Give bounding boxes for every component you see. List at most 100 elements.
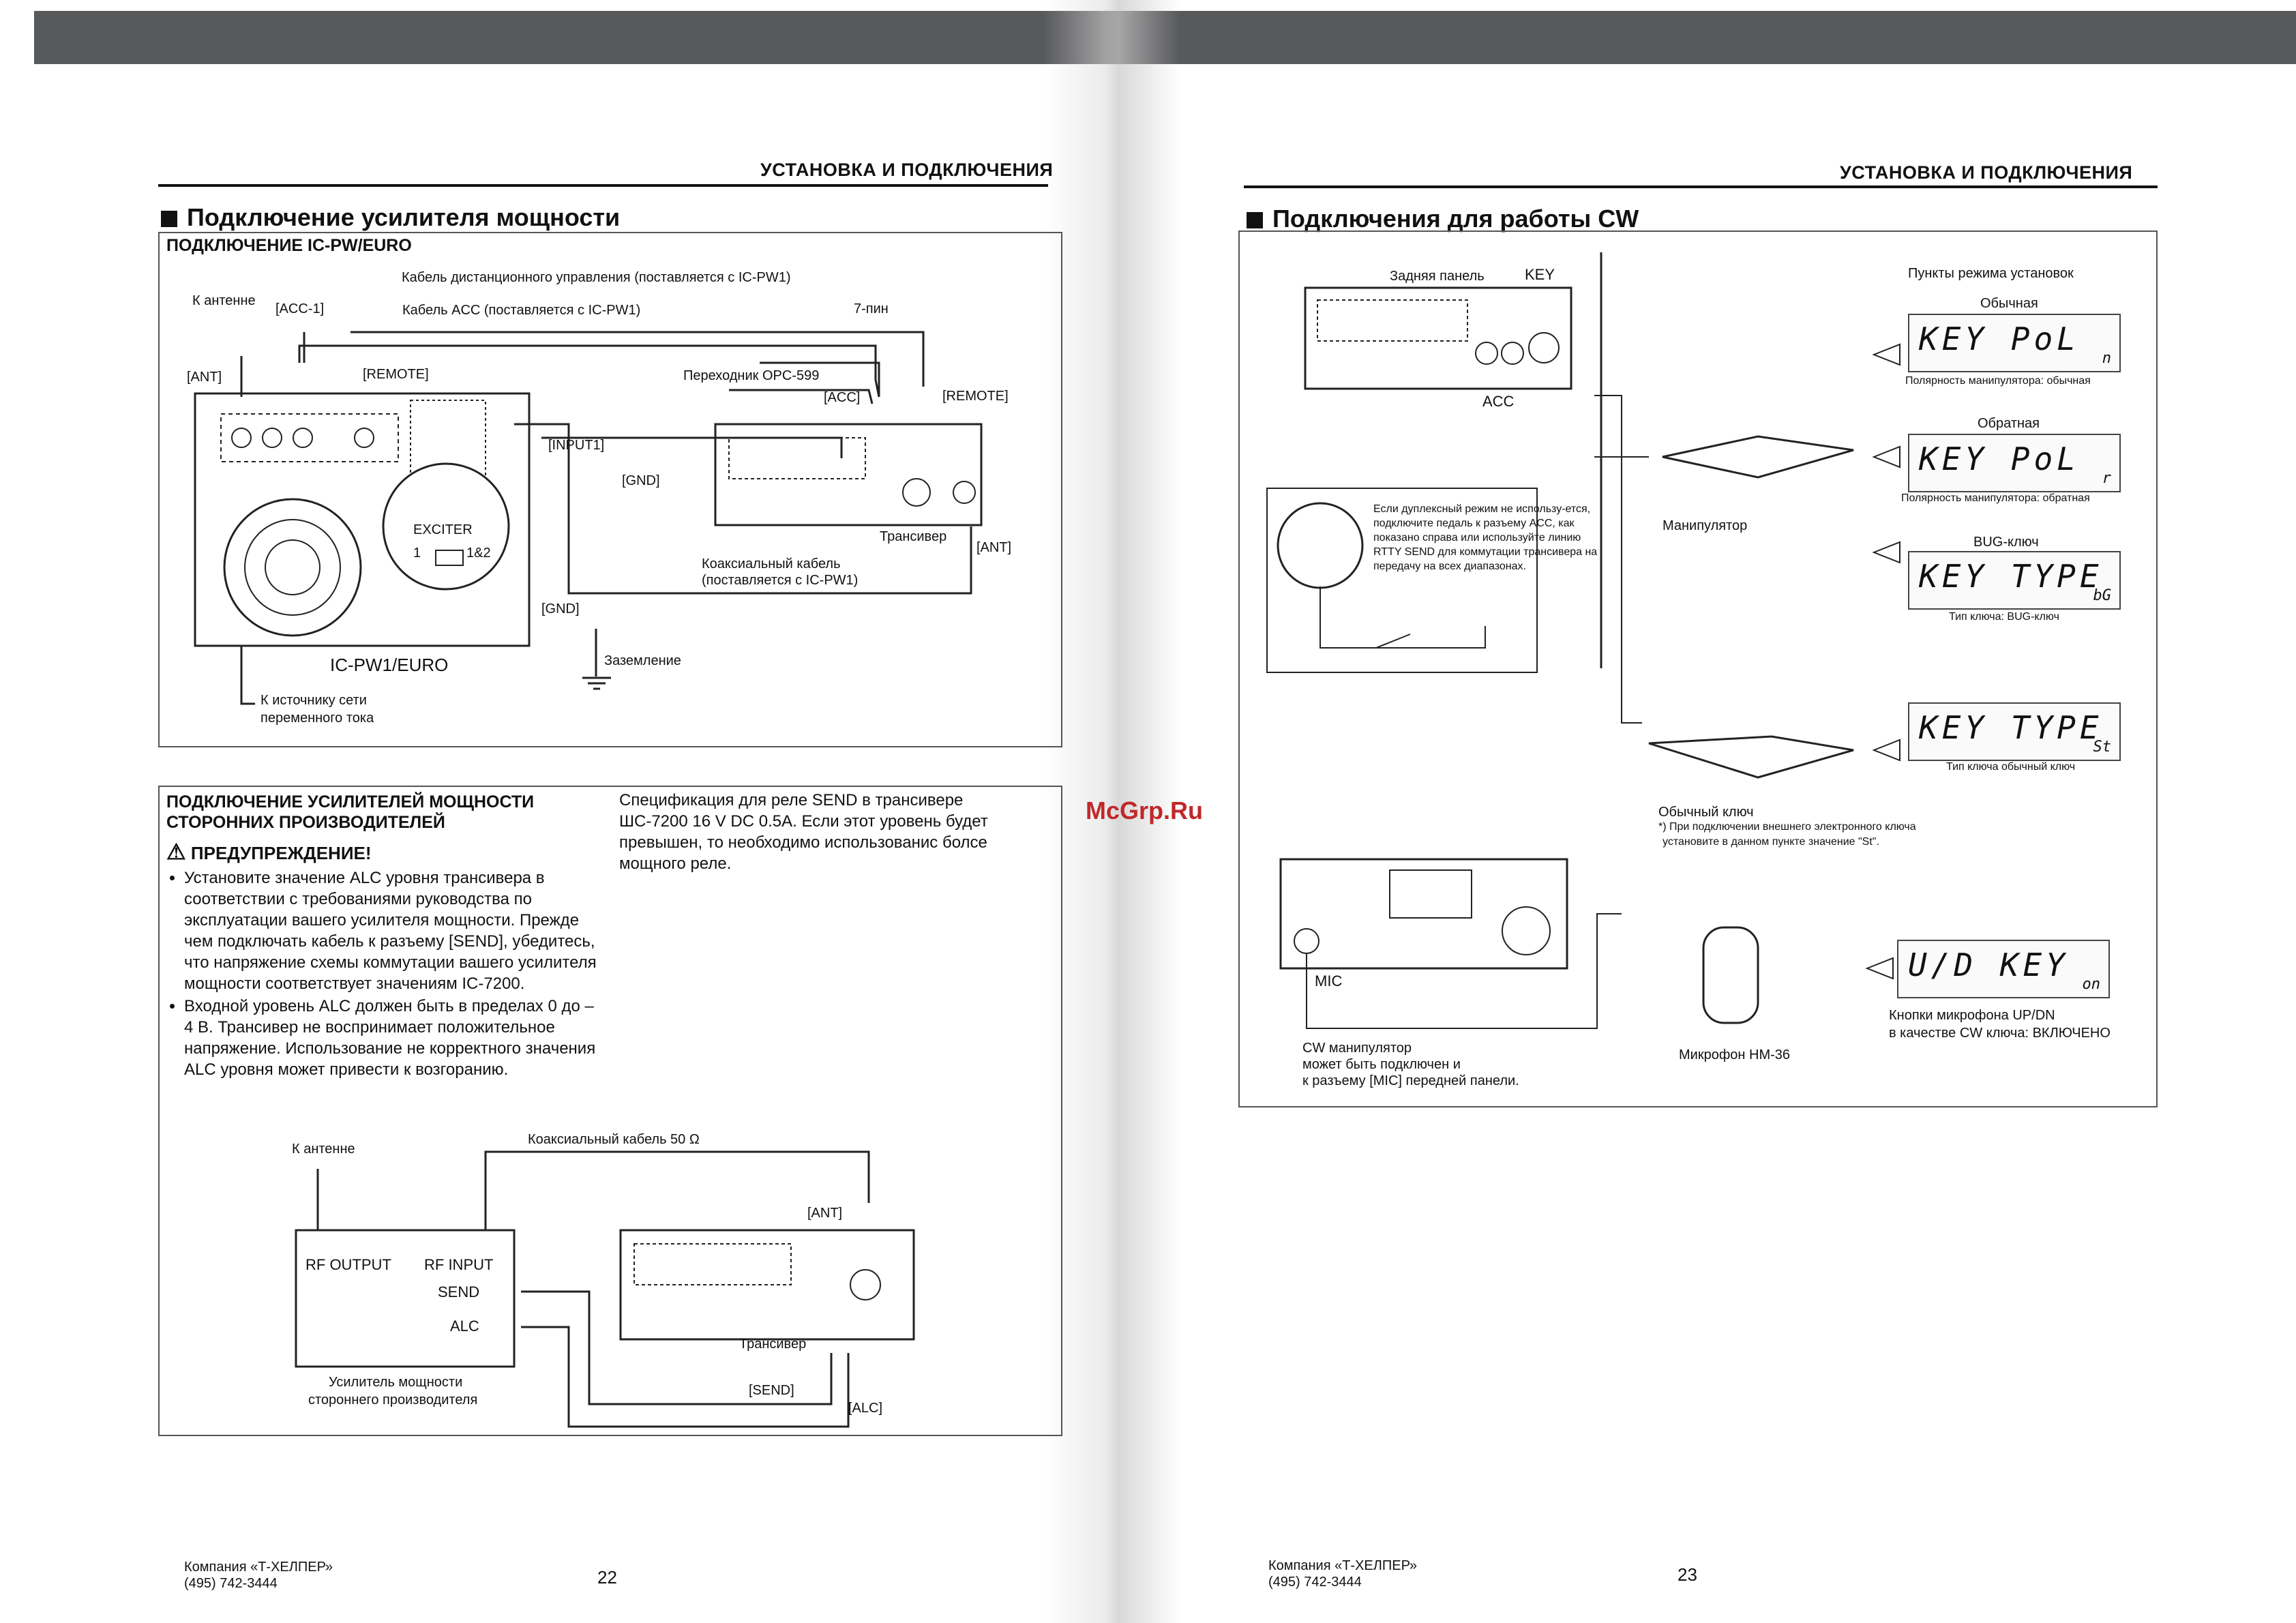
watermark: McGrp.Ru — [1086, 796, 1204, 824]
section-title: Подключения для работы CW — [1247, 205, 1639, 233]
section-title-text: Подключения для работы CW — [1272, 205, 1639, 233]
box2-subtitle-1: ПОДКЛЮЧЕНИЕ УСИЛИТЕЛЕЙ МОЩНОСТИ — [166, 792, 535, 812]
gnd-label: [GND] — [622, 473, 660, 488]
acc-label: [ACC] — [824, 390, 861, 405]
lcd-suffix: r — [2102, 470, 2111, 487]
normal-key-label: Обычный ключ — [1658, 805, 1754, 820]
lcd-main-text: KEY PoL — [1919, 441, 2080, 477]
note-label-1: *) При подключении внешнего электронного… — [1658, 821, 1916, 833]
header-rule — [1244, 185, 2158, 188]
polarity-normal-label: Полярность манипулятора: обычная — [1905, 375, 2091, 387]
footer-phone: (495) 742-3444 — [184, 1576, 278, 1591]
ant-label: [ANT] — [187, 370, 222, 385]
remote-label: [REMOTE] — [363, 367, 429, 382]
modes-title-label: Пункты режима установок — [1908, 266, 2074, 281]
acc-cable-label: Кабель ACC (поставляется с IC-PW1) — [402, 303, 641, 318]
fan-icon — [223, 498, 362, 637]
updn-caption-2: в качестве CW ключа: ВКЛЮЧЕНО — [1889, 1026, 2111, 1041]
note-label-2: установите в данном пункте значение "St"… — [1663, 836, 1879, 848]
page-header: УСТАНОВКА И ПОДКЛЮЧЕНИЯ — [1840, 162, 2133, 183]
left-footer: Компания «Т-ХЕЛПЕР» (495) 742-3444 — [184, 1559, 333, 1592]
warning-item: Установите значение ALC уровня трансивер… — [184, 867, 600, 994]
lcd-suffix: St — [2093, 739, 2112, 756]
lcd-key-pol-normal: KEY PoL n — [1908, 314, 2121, 372]
right-page: УСТАНОВКА И ПОДКЛЮЧЕНИЯ Подключения для … — [1214, 0, 2296, 1623]
ground-label: Заземление — [604, 653, 681, 668]
transceiver-2-label: Трансивер — [739, 1337, 807, 1352]
to-antenna-2-label: К антенне — [292, 1142, 355, 1157]
footer-phone: (495) 742-3444 — [1268, 1575, 1362, 1590]
third-party-amp-diagram — [295, 1150, 915, 1428]
pedal-inset-box — [1266, 488, 1538, 673]
book-gutter — [1043, 0, 1180, 1623]
coax-label: Коаксиальный кабель — [702, 556, 841, 571]
ac-source-label-1: К источнику сети — [260, 693, 367, 708]
rf-output-label: RF OUTPUT — [305, 1256, 391, 1273]
alc-2-label: [ALC] — [848, 1401, 883, 1416]
warning-list: Установите значение ALC уровня трансивер… — [166, 867, 600, 1082]
lcd-suffix: on — [2082, 976, 2101, 993]
rf-input-label: RF INPUT — [424, 1256, 494, 1273]
paddle-key-icon — [1662, 435, 1854, 479]
cw-connection-box: Задняя панель KEY ACC Пункты режима уста… — [1238, 230, 2158, 1107]
right-footer: Компания «Т-ХЕЛПЕР» (495) 742-3444 — [1268, 1558, 1417, 1590]
straight-key-icon — [1648, 735, 1854, 779]
send-relay-spec: Спецификация для реле SEND в трансивере … — [619, 791, 988, 873]
lcd-suffix: bG — [2093, 587, 2112, 604]
cw-caption-2: может быть подключен и — [1302, 1057, 1461, 1072]
third-party-amp-box: ПОДКЛЮЧЕНИЕ УСИЛИТЕЛЕЙ МОЩНОСТИ СТОРОННИ… — [158, 786, 1062, 1436]
exciter-pos1-label: 1 — [413, 546, 421, 561]
manipulator-label: Манипулятор — [1663, 518, 1748, 533]
page-header: УСТАНОВКА И ПОДКЛЮЧЕНИЯ — [760, 160, 1054, 180]
lcd-main-text: KEY TYPE — [1919, 709, 2103, 746]
polarity-reverse-label: Полярность манипулятора: обратная — [1901, 492, 2090, 504]
third-party-amp-body — [295, 1229, 516, 1368]
footer-company: Компания «Т-ХЕЛПЕР» — [184, 1560, 333, 1575]
amplifier-body — [194, 392, 531, 647]
send-2-label: [SEND] — [749, 1383, 794, 1398]
duplex-note: Если дуплексный режим не использу-ется, … — [1373, 503, 1598, 572]
lcd-ud-key: U/D KEY on — [1897, 940, 2110, 998]
amp-caption-2: стороннего производителя — [308, 1393, 478, 1408]
ac-source-label-2: переменного тока — [260, 711, 374, 726]
ic-pw1-diagram — [194, 331, 983, 705]
mic-jack-label: MIC — [1315, 972, 1343, 989]
section-title: Подключение усилителя мощности — [161, 203, 620, 232]
send-label: SEND — [438, 1283, 480, 1300]
warning-triangle-icon: ⚠ — [166, 839, 186, 864]
ic-pw1-connection-box: ПОДКЛЮЧЕНИЕ IC-PW/EURO — [158, 232, 1062, 747]
lcd-main-text: KEY TYPE — [1919, 558, 2103, 595]
key-type-normal-label: Тип ключа обычный ключ — [1946, 761, 2076, 773]
lcd-key-type-bug: KEY TYPE bG — [1908, 551, 2121, 610]
header-rule — [158, 184, 1048, 187]
gnd2-label: [GND] — [541, 601, 580, 616]
cw-caption-3: к разъему [MIC] передней панели. — [1302, 1073, 1519, 1088]
amp-caption-1: Усилитель мощности — [329, 1375, 463, 1390]
microphone-icon — [1702, 926, 1759, 1024]
warning-heading: ⚠ ПРЕДУПРЕЖДЕНИЕ! — [166, 839, 372, 865]
page-number: 23 — [1678, 1564, 1697, 1585]
footer-company: Компания «Т-ХЕЛПЕР» — [1268, 1558, 1417, 1573]
ant2-label: [ANT] — [976, 540, 1012, 555]
bug-key-label: BUG-ключ — [1973, 535, 2039, 550]
left-page: УСТАНОВКА И ПОДКЛЮЧЕНИЯ Подключение усил… — [0, 0, 1091, 1623]
key-type-bug-label: Тип ключа: BUG-ключ — [1949, 611, 2059, 623]
page-number: 22 — [597, 1567, 617, 1588]
transceiver-body — [714, 423, 983, 526]
alc-label: ALC — [450, 1317, 479, 1335]
transceiver2-body — [619, 1229, 915, 1341]
pin7-label: 7-пин — [854, 301, 889, 316]
acc1-label: [ACC-1] — [275, 301, 325, 316]
section-title-text: Подключение усилителя мощности — [187, 203, 621, 231]
square-bullet-icon — [1247, 212, 1263, 228]
warning-title: ПРЕДУПРЕЖДЕНИЕ! — [190, 843, 372, 863]
updn-caption-1: Кнопки микрофона UP/DN — [1889, 1008, 2055, 1023]
remote2-label: [REMOTE] — [942, 389, 1009, 404]
remote-cable-label: Кабель дистанционного управления (постав… — [402, 270, 791, 285]
model-label: IC-PW1/EURO — [330, 655, 449, 675]
exciter-label: EXCITER — [413, 522, 473, 537]
rear-panel-label: Задняя панель — [1390, 269, 1485, 284]
lcd-key-pol-reverse: KEY PoL r — [1908, 434, 2121, 492]
transceiver-rear-body — [1304, 286, 1572, 390]
lcd-suffix: n — [2102, 350, 2111, 367]
